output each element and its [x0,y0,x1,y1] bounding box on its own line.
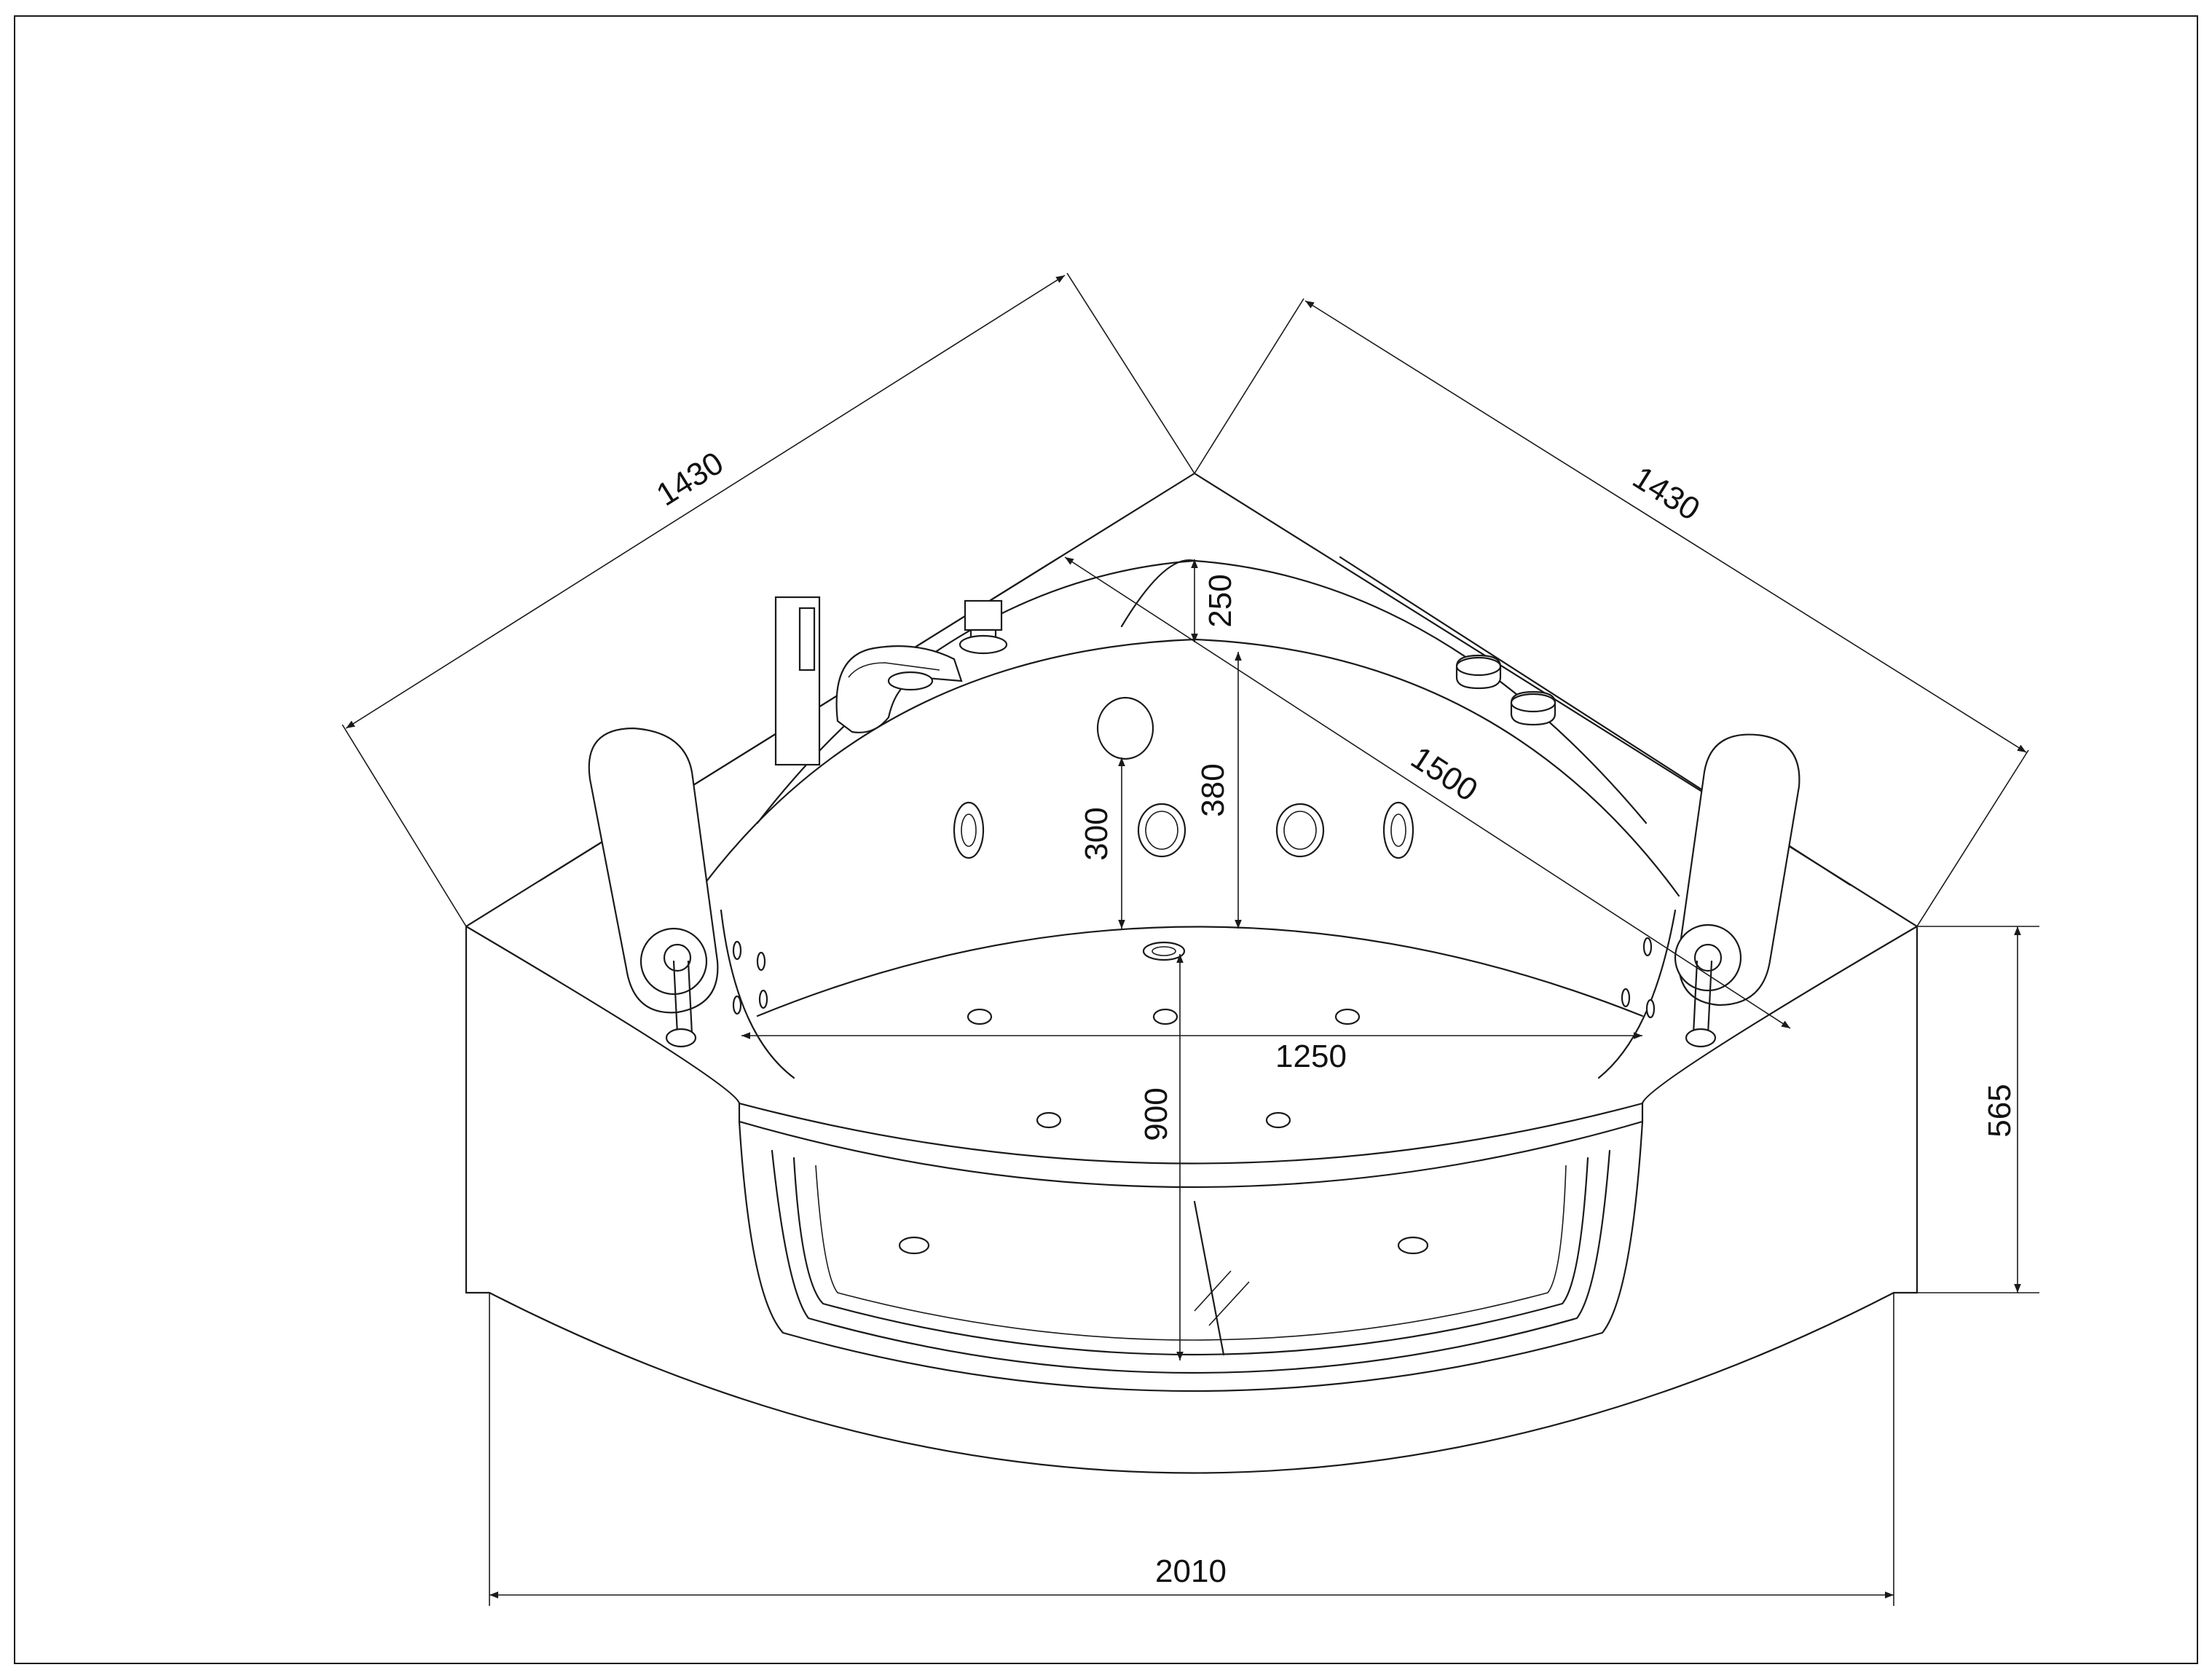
dim-left-side: 1430 [650,445,730,513]
front-glass-panel [738,1102,1644,1393]
basin [694,559,1680,1079]
mixer-valve [959,599,1008,655]
dim-right-side: 1430 [1626,460,1706,527]
floor-drain [1142,941,1186,961]
shower-handset [774,596,821,766]
side-jets [732,937,1656,1019]
overflow-drain [1096,696,1154,760]
dim-overall-width: 2010 [1155,1553,1227,1589]
waterfall-spout [835,645,963,733]
dim-inner-width: 1250 [1275,1039,1347,1074]
left-headrest [588,727,719,1048]
dim-diagonal: 1500 [1405,740,1484,808]
dimension-lines [342,272,2039,1606]
page-border [14,15,2198,1664]
dim-back-deck: 250 [1203,574,1238,627]
dim-inner-depth: 380 [1195,763,1231,816]
back-wall-jets [953,801,1414,859]
dim-jet-height: 300 [1079,807,1114,860]
right-headrest [1674,733,1800,1048]
dim-front-depth: 900 [1138,1087,1174,1141]
dim-apron-height: 565 [1982,1084,2018,1137]
